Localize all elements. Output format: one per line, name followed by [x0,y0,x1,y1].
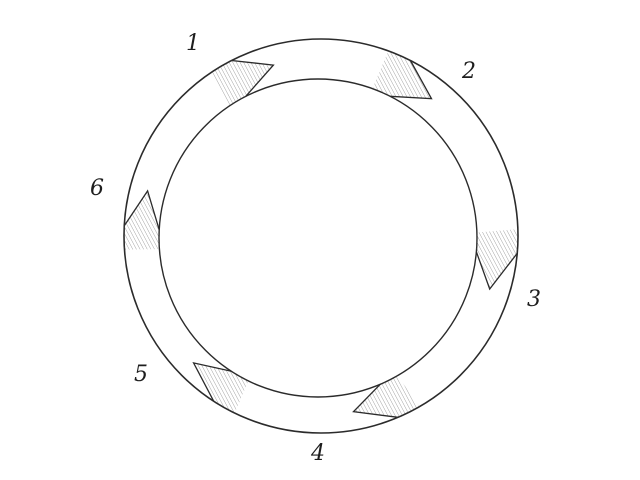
notch-chevron-6 [123,189,160,230]
segment-label-5: 5 [134,362,148,387]
notch-chevron-3 [475,251,518,291]
segment-label-1: 1 [186,31,200,56]
outer-ring [123,38,519,434]
notch-shading-2 [372,50,432,99]
notch-shading-4 [353,375,420,418]
notch-chevron-1 [231,59,275,97]
notch-shading-3 [476,229,518,289]
segment-label-6: 6 [90,176,104,201]
segment-label-3: 3 [527,287,541,312]
inner-ring [158,78,478,398]
notch-chevron-2 [390,60,433,100]
notch-shading-1 [210,60,274,107]
notch-shading-6 [124,190,160,250]
segment-label-2: 2 [461,59,476,84]
notch-chevron-5 [192,361,232,402]
segment-dividers [123,50,518,418]
segment-label-4: 4 [310,441,325,466]
notch-chevron-4 [352,383,399,418]
notch-shading-5 [193,362,249,414]
